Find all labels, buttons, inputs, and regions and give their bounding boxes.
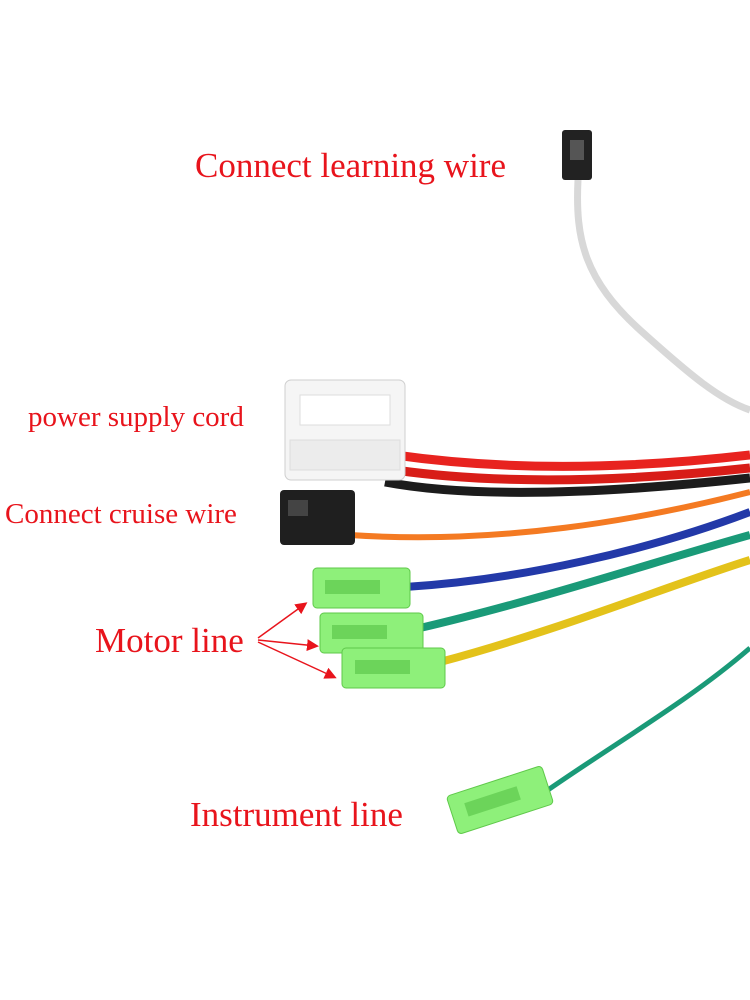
motor-terminal-blue (312, 567, 411, 609)
motor-yellow-wire (438, 556, 750, 666)
motor-green-wire (419, 531, 750, 632)
learning-wire (574, 179, 750, 414)
cruise-wire (349, 489, 750, 541)
motor-terminal-yellow (341, 647, 446, 689)
power-red-wire (394, 450, 750, 471)
power-connector (284, 379, 406, 481)
power-red-wire-2 (394, 463, 750, 485)
motor-terminal-green (319, 612, 424, 654)
label-motor-line: Motor line (95, 621, 244, 660)
arrow-to-green-terminal (257, 639, 319, 652)
instrument-terminal (446, 766, 554, 834)
motor-blue-wire (404, 508, 750, 591)
label-instrument-line: Instrument line (190, 795, 403, 834)
power-black-wire (384, 473, 750, 497)
arrow-to-yellow-terminal (257, 641, 337, 679)
learning-wire-connector (562, 130, 592, 180)
arrow-to-blue-terminal (257, 602, 308, 639)
label-learning-wire: Connect learning wire (195, 146, 507, 185)
instrument-wire (543, 646, 750, 795)
label-cruise-wire: Connect cruise wire (5, 498, 237, 530)
label-power-supply: power supply cord (28, 401, 244, 433)
cruise-connector (280, 490, 355, 545)
